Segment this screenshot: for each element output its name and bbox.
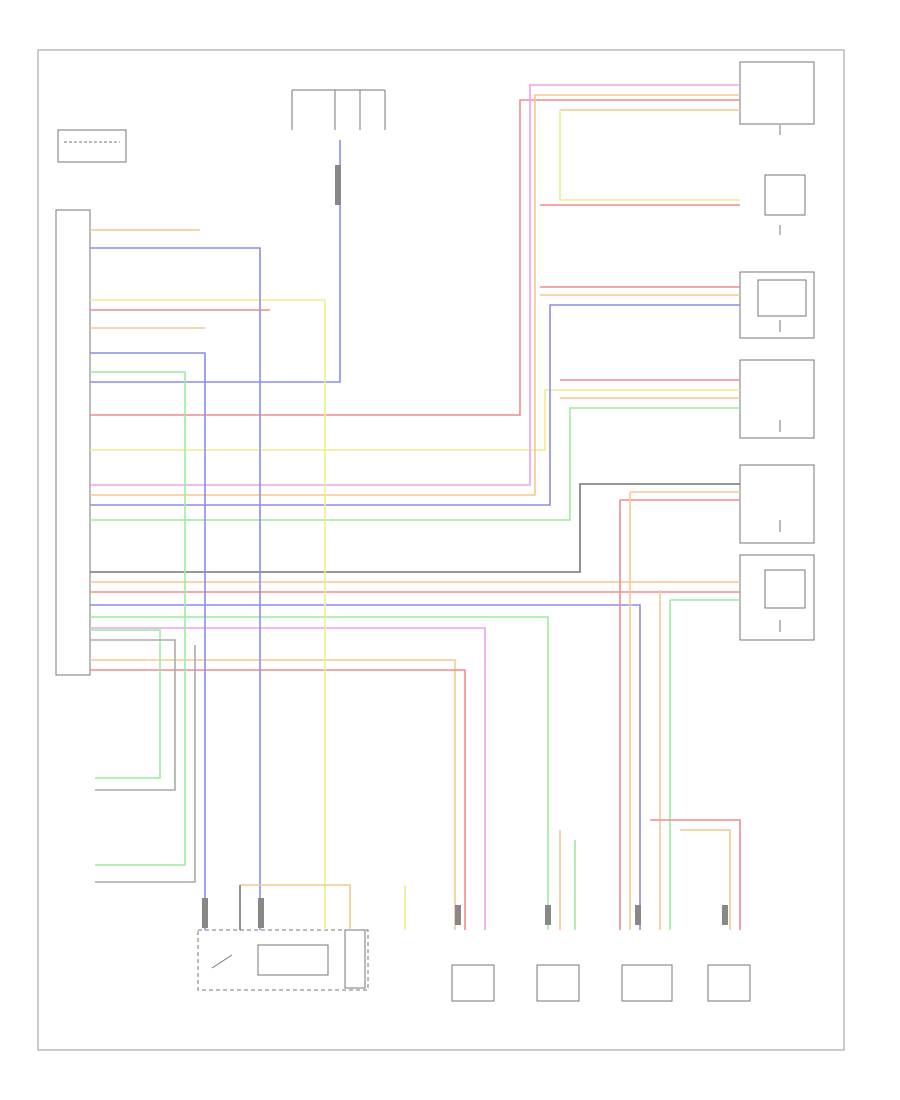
sensor-icon [536,964,580,1002]
bottom-sensors [451,964,751,1002]
connector-icon [335,165,341,205]
sensor-icon [757,279,807,317]
connector-icon [635,905,641,925]
sensor-icon [764,569,806,609]
connector-icon [202,898,208,928]
connector-marks [202,165,728,928]
connector-icon [258,898,264,928]
control-module [55,209,91,676]
connector-icon [545,905,551,925]
connector-icon [455,905,461,925]
instrument-cluster [57,129,127,163]
control-switch-assembly [197,929,369,991]
wiring [90,84,741,930]
sensor-icon [707,964,751,1002]
sensor-icon [764,174,806,216]
right-side-sensors [739,61,815,641]
sensor-icon [621,964,673,1002]
connector-icon [722,905,728,925]
diagram-frame [37,49,845,1051]
sensor-icon [451,964,495,1002]
top-junction-block [291,89,386,130]
switch-icon [211,954,233,969]
